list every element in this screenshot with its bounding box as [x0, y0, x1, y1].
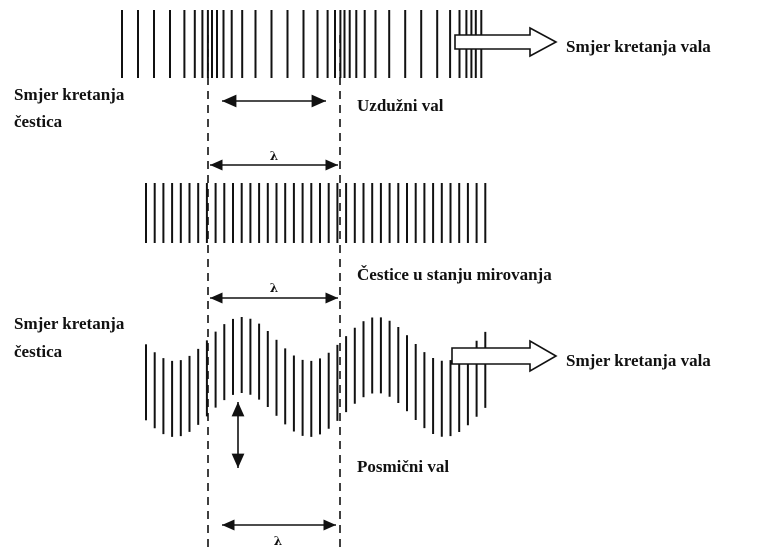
longitudinal-wave-label: Uzdužni val [357, 96, 444, 115]
transverse-wave-lines [145, 317, 487, 437]
lambda-label-3: λ [274, 534, 282, 548]
particle-direction-top-line2: čestica [14, 112, 63, 131]
lambda-label-2: λ [270, 281, 278, 295]
wave-direction-arrow-top [454, 26, 558, 58]
particle-direction-bottom-line1: Smjer kretanja [14, 314, 125, 333]
particle-direction-bottom-line2: čestica [14, 342, 63, 361]
bottom-wave-direction-label: Smjer kretanja vala [566, 351, 711, 370]
rest-particle-lines [145, 183, 487, 243]
wave-direction-arrow-bottom [451, 339, 558, 373]
longitudinal-wave-lines [121, 10, 483, 78]
top-wave-direction-label: Smjer kretanja vala [566, 37, 711, 56]
lambda-label-1: λ [270, 149, 278, 163]
particle-direction-top-line1: Smjer kretanja [14, 85, 125, 104]
transverse-wave-label: Posmični val [357, 457, 450, 476]
rest-particles-label: Čestice u stanju mirovanja [357, 265, 552, 284]
